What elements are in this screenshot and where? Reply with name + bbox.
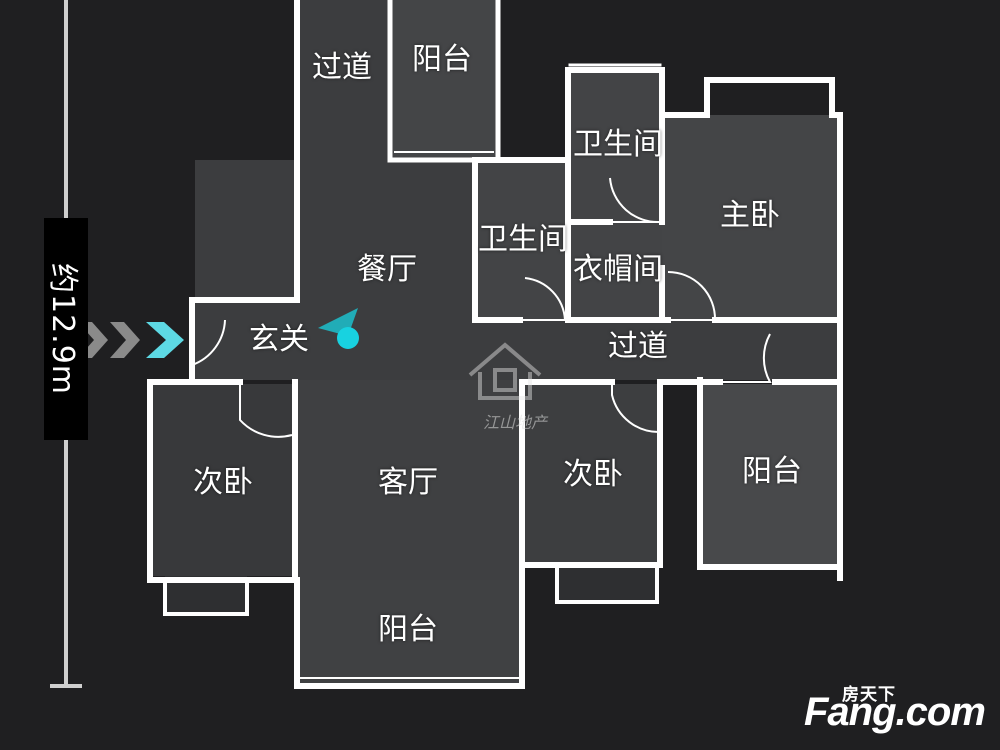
- bedroom-mid-floor: [522, 384, 660, 564]
- watermark-caption: 江山地产: [482, 413, 547, 432]
- label-bedroom-mid: 次卧: [563, 457, 623, 492]
- bedroom-left-floor: [150, 384, 295, 576]
- bathroom-mid-door: [520, 277, 567, 321]
- brand-chinese: 房天下: [842, 685, 896, 705]
- label-balcony-bottom: 阳台: [378, 612, 438, 647]
- dimension-label: 约12.9m: [45, 262, 80, 396]
- dimension-line: [50, 0, 82, 688]
- location-marker: [318, 308, 359, 349]
- balcony-top-floor: [390, 0, 498, 158]
- label-bathroom-right: 卫生间: [573, 127, 663, 162]
- entrance-door: [191, 315, 226, 367]
- arrow-1: [78, 322, 108, 358]
- bathroom-right-door: [609, 177, 661, 224]
- label-balcony-right: 阳台: [742, 454, 802, 489]
- master-bedroom-floor: [662, 115, 840, 320]
- brand-logo: 房天下 Fang.com: [800, 680, 990, 740]
- label-entrance: 玄关: [249, 322, 309, 357]
- arrow-3: [146, 322, 184, 358]
- balcony-right-floor: [700, 384, 840, 564]
- label-cloakroom: 衣帽间: [573, 252, 663, 287]
- label-corridor-mid: 过道: [608, 329, 668, 364]
- bay-window-mid: [557, 564, 657, 602]
- balcony-right-door: [720, 333, 772, 383]
- bedroom-mid-door: [611, 385, 661, 434]
- doors: [191, 177, 772, 438]
- label-bathroom-mid: 卫生间: [478, 222, 568, 257]
- label-master-bedroom: 主卧: [720, 198, 780, 233]
- room-floors: [150, 0, 840, 684]
- label-corridor-top: 过道: [312, 50, 372, 85]
- label-dining-room: 餐厅: [357, 252, 417, 287]
- dimension-badge: 约12.9m: [44, 218, 88, 440]
- entry-arrows: [78, 322, 184, 358]
- label-balcony-top: 阳台: [412, 42, 472, 77]
- bedroom-left-door: [239, 385, 293, 438]
- arrow-2: [110, 322, 140, 358]
- label-bedroom-left: 次卧: [193, 465, 253, 500]
- cloakroom-floor: [570, 222, 662, 322]
- cloakroom-door: [667, 271, 717, 321]
- label-living-room: 客厅: [378, 465, 438, 500]
- living-room-floor: [295, 380, 520, 580]
- brand-english: Fang.com: [804, 690, 986, 734]
- watermark-logo: [468, 342, 542, 400]
- balcony-bottom-floor: [297, 580, 522, 684]
